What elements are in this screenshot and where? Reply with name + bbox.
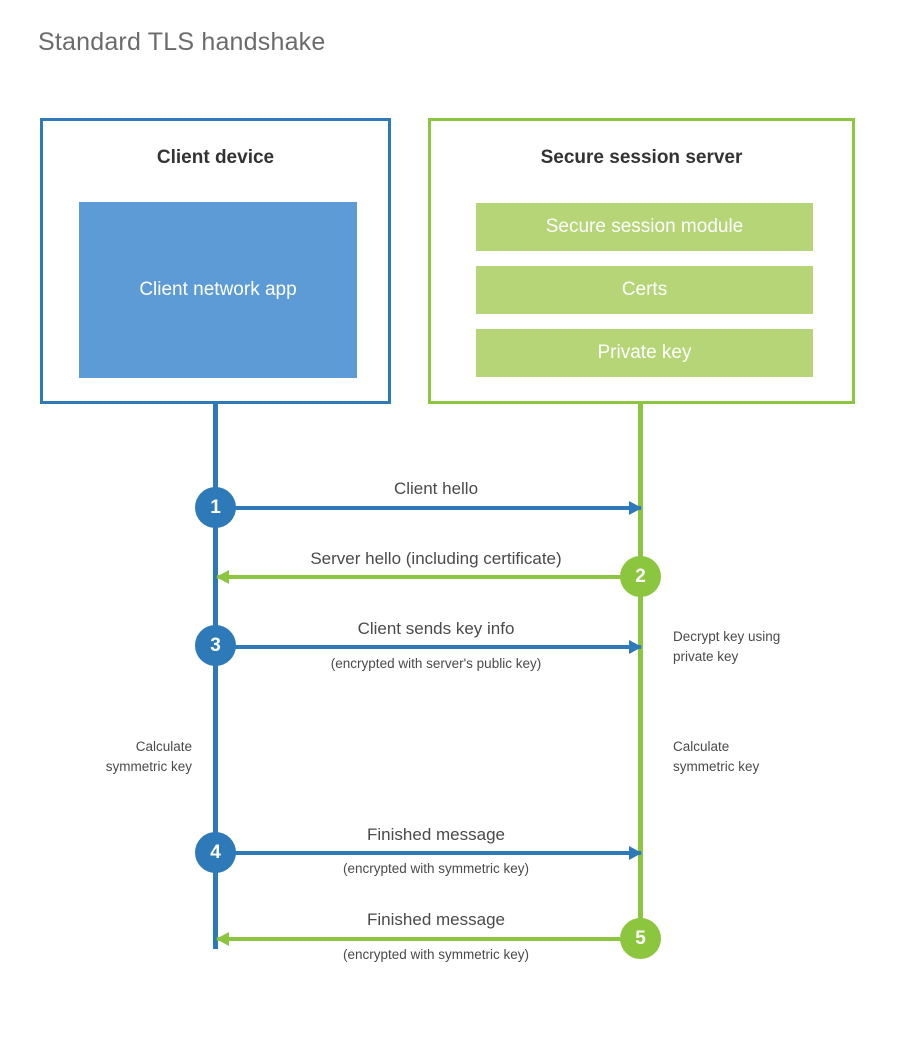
step-4-sublabel: (encrypted with symmetric key): [342, 861, 530, 876]
step-5-sublabel: (encrypted with symmetric key): [342, 947, 530, 962]
arrow-step-4-finished-message: [216, 846, 642, 860]
arrow-shaft: [216, 506, 641, 510]
arrow-head-icon: [629, 501, 642, 515]
client-device-box: Client device Client network app: [40, 118, 391, 404]
secure-session-server-title: Secure session server: [540, 147, 743, 168]
arrow-step-2-server-hello: [216, 570, 641, 584]
step-badge-4[interactable]: 4: [195, 832, 236, 873]
step-badge-1[interactable]: 1: [195, 487, 236, 528]
server-component-private-key: Private key: [476, 329, 813, 377]
step-badge-5[interactable]: 5: [620, 918, 661, 959]
step-badge-3[interactable]: 3: [195, 625, 236, 666]
note-decrypt-key: Decrypt key using private key: [673, 629, 781, 664]
arrow-step-5-finished-message: [216, 932, 641, 946]
arrow-shaft: [217, 575, 641, 579]
arrow-step-3-client-key-info: [216, 640, 642, 654]
step-3-label: Client sends key info: [357, 619, 515, 638]
step-2-label: Server hello (including certificate): [310, 549, 562, 568]
arrow-head-icon: [629, 846, 642, 860]
arrow-head-icon: [216, 932, 229, 946]
arrow-head-icon: [629, 640, 642, 654]
client-lifeline: [213, 404, 218, 949]
step-4-label: Finished message: [367, 825, 505, 844]
step-badge-2[interactable]: 2: [620, 556, 661, 597]
step-3-sublabel: (encrypted with server's public key): [330, 656, 542, 671]
arrow-head-icon: [216, 570, 229, 584]
client-network-app-block: Client network app: [79, 202, 357, 378]
page-title: Standard TLS handshake: [38, 28, 326, 56]
server-component-secure-session-module: Secure session module: [476, 203, 813, 251]
arrow-shaft: [216, 645, 641, 649]
note-calculate-symmetric-key-server: Calculate symmetric key: [673, 739, 760, 774]
step-5-label: Finished message: [367, 910, 505, 929]
client-device-title: Client device: [156, 147, 275, 168]
arrow-shaft: [217, 937, 641, 941]
server-lifeline: [638, 404, 643, 938]
secure-session-server-box: Secure session server Secure session mod…: [428, 118, 855, 404]
arrow-shaft: [216, 851, 641, 855]
arrow-step-1-client-hello: [216, 501, 642, 515]
server-component-certs: Certs: [476, 266, 813, 314]
note-calculate-symmetric-key-client: Calculate symmetric key: [105, 739, 192, 774]
step-1-label: Client hello: [393, 479, 479, 498]
